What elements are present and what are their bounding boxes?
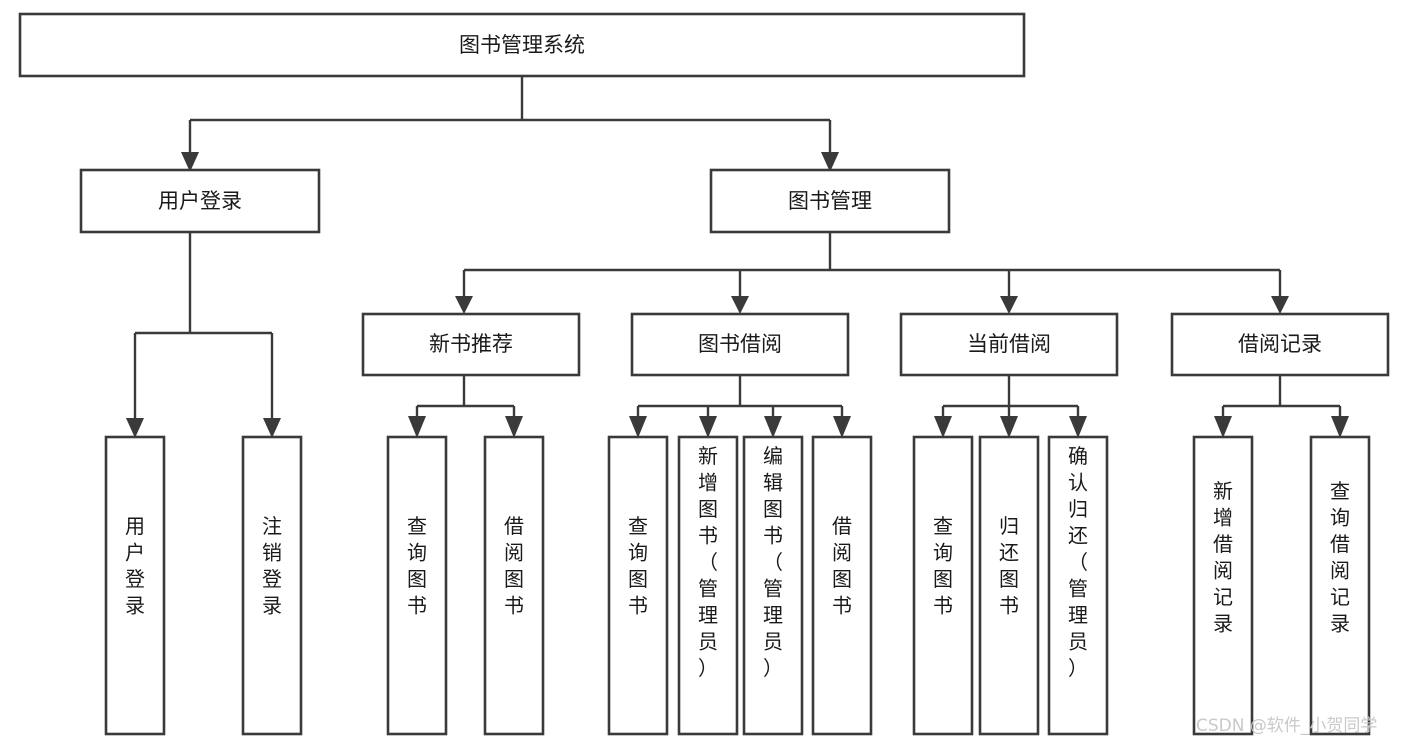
node-leaf-13-label: 查询借阅记录 [1330, 479, 1350, 636]
node-newbook-box[interactable] [361, 312, 581, 377]
node-leaf-11-label: 确认归还（管理员） [1068, 444, 1088, 680]
arrow-head-leaf-11 [1069, 416, 1087, 438]
node-bookmgmt-label: 图书管理 [788, 189, 872, 213]
node-root-label: 图书管理系统 [459, 33, 585, 57]
node-leaf-9-label: 查询图书 [933, 514, 953, 618]
node-records[interactable]: 借阅记录 [1170, 312, 1390, 377]
node-leaf-10-label: 归还图书 [999, 514, 1019, 618]
arrow-head-leaf-6 [699, 416, 717, 438]
node-leaf-1[interactable]: 用户登录 [104, 435, 166, 736]
node-login[interactable]: 用户登录 [79, 168, 321, 234]
node-bookmgmt[interactable]: 图书管理 [709, 168, 951, 234]
arrow-head-leaf-12 [1214, 416, 1232, 438]
node-login-label: 用户登录 [158, 189, 242, 213]
arrow-head-leaf-7 [764, 416, 782, 438]
arrow-head-leaf-4 [505, 416, 523, 438]
node-leaf-8-box[interactable] [811, 435, 873, 736]
node-leaf-4[interactable]: 借阅图书 [483, 435, 545, 736]
arrow-head-leaf-2 [263, 418, 281, 438]
node-leaf-3-box[interactable] [386, 435, 448, 736]
node-leaf-1-box[interactable] [104, 435, 166, 736]
node-leaf-2[interactable]: 注销登录 [241, 435, 303, 736]
node-leaf-9-box[interactable] [912, 435, 974, 736]
arrow-head-leaf-1 [126, 418, 144, 438]
node-leaf-3[interactable]: 查询图书 [386, 435, 448, 736]
node-bookmgmt-box[interactable] [709, 168, 951, 234]
node-current-label: 当前借阅 [967, 332, 1051, 356]
node-records-box[interactable] [1170, 312, 1390, 377]
arrow-head-login [181, 152, 199, 172]
node-login-box[interactable] [79, 168, 321, 234]
node-leaf-6[interactable]: 新增图书（管理员） [677, 435, 739, 736]
node-borrow[interactable]: 图书借阅 [630, 312, 850, 377]
node-leaf-13[interactable]: 查询借阅记录 [1309, 435, 1371, 736]
arrow-head-records [1271, 296, 1289, 314]
leaf-nodes-layer: 用户登录 注销登录 查询图书 借阅图书 查询图书 新增图书（管理员） 编辑图书（… [104, 435, 1371, 736]
connector-layer [126, 76, 1349, 438]
node-leaf-5-label: 查询图书 [628, 514, 648, 618]
arrow-head-bookmgmt [821, 152, 839, 172]
arrow-head-newbook [455, 296, 473, 314]
node-leaf-10[interactable]: 归还图书 [978, 435, 1040, 736]
node-leaf-6-label: 新增图书（管理员） [698, 444, 718, 680]
node-leaf-10-box[interactable] [978, 435, 1040, 736]
node-records-label: 借阅记录 [1238, 332, 1322, 356]
arrow-head-leaf-13 [1331, 416, 1349, 438]
node-leaf-11-box[interactable] [1047, 435, 1109, 736]
node-newbook[interactable]: 新书推荐 [361, 312, 581, 377]
node-leaf-12[interactable]: 新增借阅记录 [1192, 435, 1254, 736]
node-leaf-8-label: 借阅图书 [832, 514, 852, 618]
node-borrow-label: 图书借阅 [698, 332, 782, 356]
node-newbook-label: 新书推荐 [429, 332, 513, 356]
node-leaf-12-label: 新增借阅记录 [1213, 479, 1233, 636]
node-leaf-11[interactable]: 确认归还（管理员） [1047, 435, 1109, 736]
node-leaf-7-label: 编辑图书（管理员） [763, 444, 783, 680]
node-leaf-6-box[interactable] [677, 435, 739, 736]
node-leaf-7[interactable]: 编辑图书（管理员） [742, 435, 804, 736]
node-current-box[interactable] [899, 312, 1119, 377]
node-leaf-7-box[interactable] [742, 435, 804, 736]
node-borrow-box[interactable] [630, 312, 850, 377]
node-current[interactable]: 当前借阅 [899, 312, 1119, 377]
node-leaf-8[interactable]: 借阅图书 [811, 435, 873, 736]
node-root[interactable]: 图书管理系统 [18, 12, 1026, 78]
arrow-head-leaf-10 [1000, 416, 1018, 438]
arrow-head-borrow [731, 296, 749, 314]
node-leaf-1-label: 用户登录 [125, 514, 145, 618]
arrow-head-current [1000, 296, 1018, 314]
node-leaf-12-box[interactable] [1192, 435, 1254, 736]
node-leaf-5[interactable]: 查询图书 [607, 435, 669, 736]
node-leaf-3-label: 查询图书 [407, 514, 427, 618]
csdn-watermark: CSDN @软件_小贺同学 [1196, 716, 1377, 736]
node-leaf-13-box[interactable] [1309, 435, 1371, 736]
node-leaf-2-box[interactable] [241, 435, 303, 736]
node-leaf-5-box[interactable] [607, 435, 669, 736]
arrow-head-leaf-3 [408, 416, 426, 438]
node-leaf-4-label: 借阅图书 [504, 514, 524, 618]
arrow-head-leaf-5 [629, 416, 647, 438]
arrow-head-leaf-8 [833, 416, 851, 438]
node-leaf-9[interactable]: 查询图书 [912, 435, 974, 736]
arrow-head-leaf-9 [934, 416, 952, 438]
node-leaf-2-label: 注销登录 [262, 514, 282, 618]
node-root-box[interactable] [18, 12, 1026, 78]
node-leaf-4-box[interactable] [483, 435, 545, 736]
